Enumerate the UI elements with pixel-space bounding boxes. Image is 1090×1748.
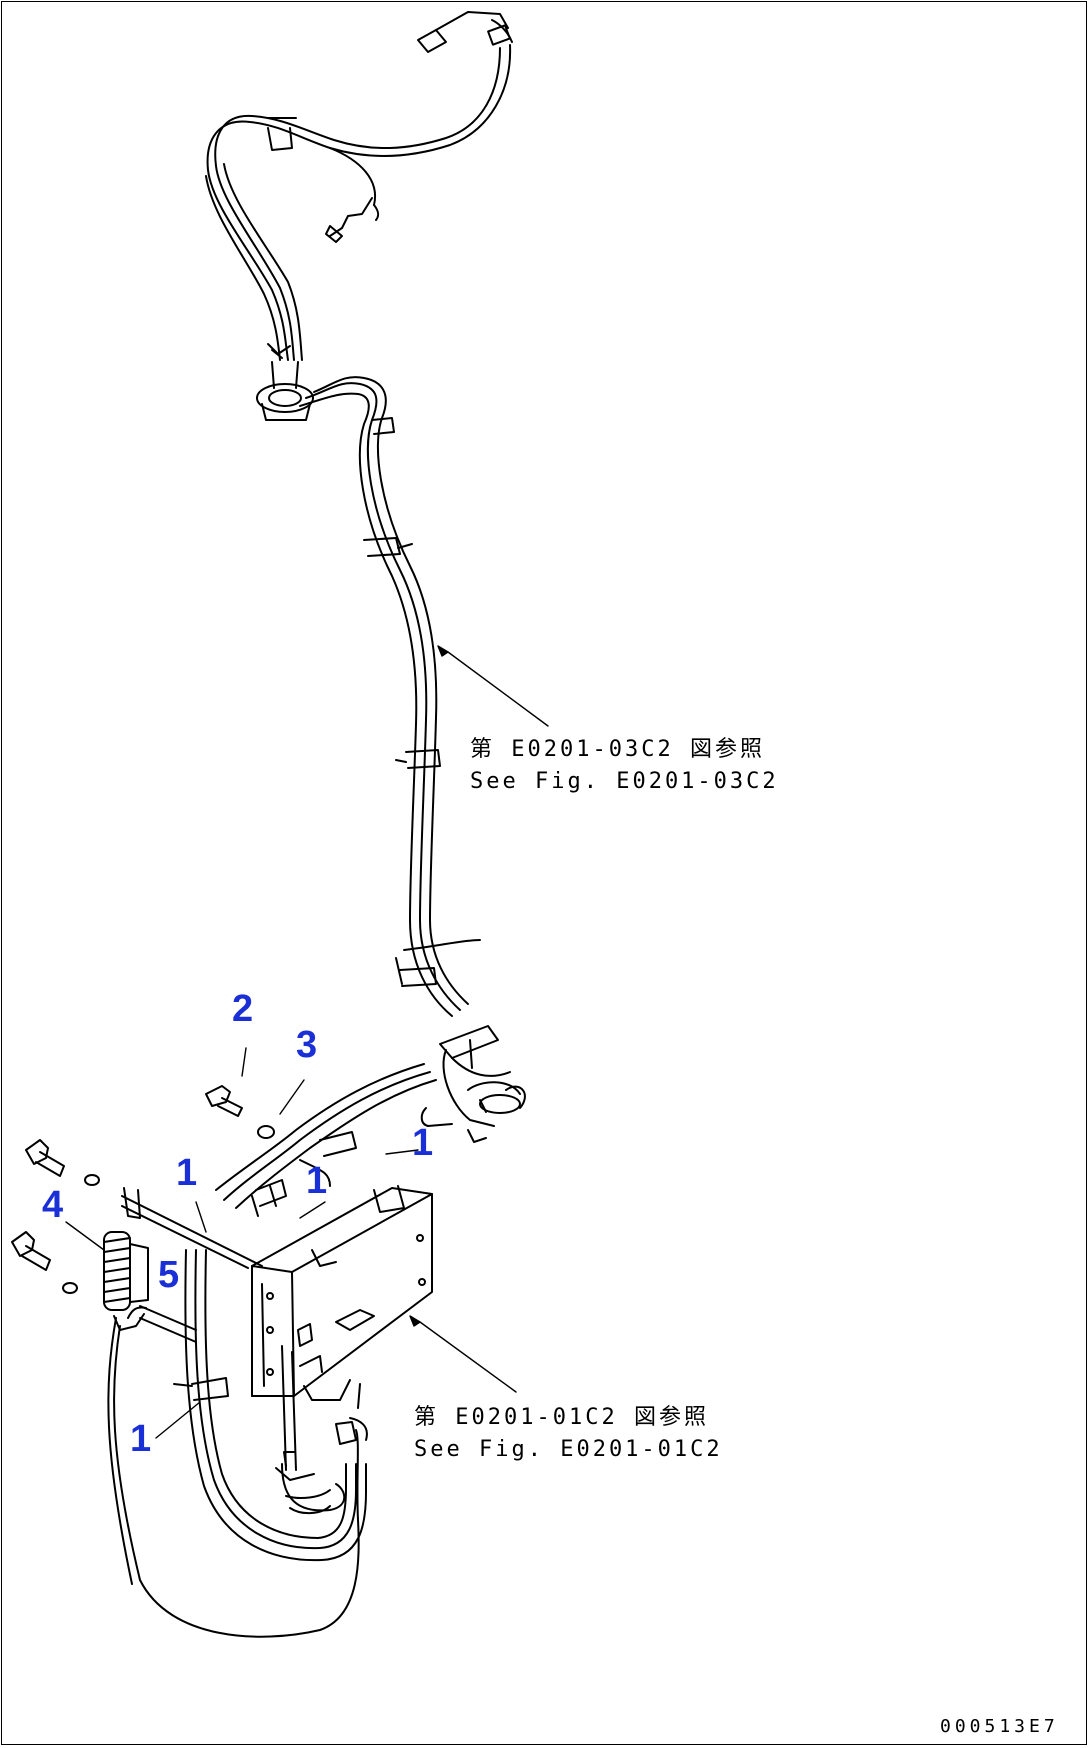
leader-lines <box>65 645 549 1439</box>
upper-harness <box>205 44 512 361</box>
drawing-code: 000513E7 <box>940 1716 1059 1737</box>
loop-harness <box>107 1249 368 1638</box>
callout-3: 3 <box>296 1024 318 1066</box>
controller-box <box>251 1185 433 1409</box>
reference-upper-jp: 第 E0201-03C2 図参照 <box>470 737 765 762</box>
reference-lower-en: See Fig. E0201-01C2 <box>414 1437 723 1462</box>
callout-5: 5 <box>158 1254 180 1296</box>
lower-harness <box>215 1063 437 1217</box>
callout-1-top: 1 <box>412 1122 434 1164</box>
top-connector <box>417 11 513 53</box>
callout-4: 4 <box>42 1184 64 1226</box>
callout-1-left: 1 <box>176 1152 198 1194</box>
fasteners <box>11 1085 275 1294</box>
middle-harness <box>299 376 481 1017</box>
bracket-assembly <box>103 1187 263 1343</box>
grommet <box>256 361 314 421</box>
reference-lower-jp: 第 E0201-01C2 図参照 <box>414 1405 709 1430</box>
callout-1-mid: 1 <box>306 1160 328 1202</box>
callout-1-bottom: 1 <box>130 1418 152 1460</box>
junction-connectors <box>420 1025 526 1143</box>
callout-2: 2 <box>232 988 254 1030</box>
reference-upper-en: See Fig. E0201-03C2 <box>470 769 779 794</box>
